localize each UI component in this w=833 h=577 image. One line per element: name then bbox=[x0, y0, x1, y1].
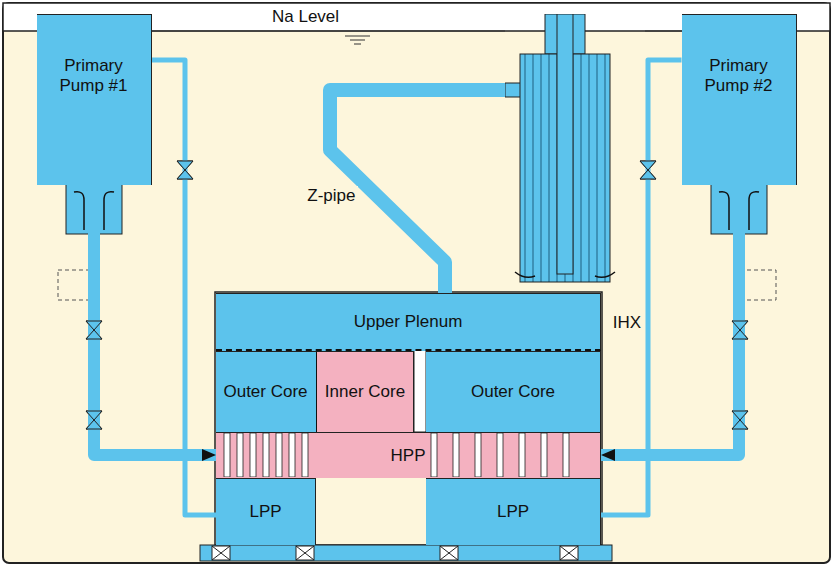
plenum-region: Outer Core bbox=[426, 351, 601, 432]
fuel-pin bbox=[431, 433, 437, 477]
node-label: Primary Pump #1 bbox=[37, 55, 151, 96]
valve-symbol bbox=[177, 161, 193, 179]
support-pads bbox=[212, 546, 578, 560]
reactor-vessel bbox=[3, 3, 830, 563]
level-label: Na Level bbox=[272, 7, 339, 27]
node-label: LPP bbox=[493, 501, 533, 523]
valve-symbol bbox=[732, 321, 748, 339]
outlet-flow bbox=[515, 272, 615, 277]
ihx-illustration bbox=[505, 14, 645, 334]
valve-symbol bbox=[732, 411, 748, 429]
illustration-part bbox=[296, 546, 314, 560]
coolant-pipe bbox=[152, 60, 217, 515]
pump-box: Primary Pump #1 bbox=[37, 14, 152, 185]
sodium-level-line bbox=[150, 31, 505, 32]
illustration-part bbox=[719, 192, 729, 230]
valve-symbol bbox=[640, 161, 656, 179]
plenum-region: Upper Plenum bbox=[216, 293, 601, 351]
pipe-label: Z-pipe bbox=[305, 186, 357, 206]
level-marks bbox=[345, 36, 370, 44]
coolant-pipe bbox=[94, 185, 216, 455]
illustration-part bbox=[560, 546, 578, 560]
illustration-part bbox=[212, 546, 230, 560]
fuel-pin bbox=[453, 433, 459, 477]
fuel-pin bbox=[289, 433, 295, 477]
node-label: Upper Plenum bbox=[350, 311, 467, 333]
fuel-pin bbox=[563, 433, 569, 477]
fuel-pin bbox=[475, 433, 481, 477]
heat-exchanger: IHX bbox=[505, 14, 645, 334]
illustration-part bbox=[212, 546, 230, 560]
plenum-region: LPP bbox=[216, 478, 316, 545]
fuel-pin bbox=[263, 433, 269, 477]
illustration-part bbox=[104, 192, 114, 230]
illustration-part bbox=[345, 36, 370, 37]
illustration-part bbox=[440, 546, 458, 560]
core-barrel bbox=[215, 292, 602, 545]
coolant-pipe bbox=[601, 185, 739, 455]
illustration-part bbox=[749, 192, 759, 230]
node-label: LPP bbox=[245, 501, 285, 523]
fuel-pin bbox=[276, 433, 282, 477]
illustration-part bbox=[560, 546, 578, 560]
downcomer bbox=[557, 14, 573, 274]
illustration-part bbox=[354, 44, 361, 45]
pump-box: Primary Pump #2 bbox=[682, 14, 797, 185]
check-valve-outline bbox=[740, 270, 776, 300]
illustration-part bbox=[296, 546, 314, 560]
node-label: IHX bbox=[609, 312, 645, 334]
coolant-pipe bbox=[601, 60, 682, 515]
valve-symbol bbox=[86, 321, 102, 339]
illustration-part bbox=[440, 546, 458, 560]
flow-arrows bbox=[74, 192, 759, 230]
fuel-pin bbox=[250, 433, 256, 477]
fuel-pin bbox=[237, 433, 243, 477]
valve-symbol bbox=[86, 411, 102, 429]
fuel-pin bbox=[497, 433, 503, 477]
node-label: Outer Core bbox=[219, 381, 311, 403]
sodium-level-line bbox=[645, 31, 683, 32]
node-label: Outer Core bbox=[467, 381, 559, 403]
node-label: Inner Core bbox=[321, 381, 409, 403]
core-support bbox=[200, 545, 612, 561]
fuel-pin bbox=[519, 433, 525, 477]
plenum-region: LPP bbox=[426, 478, 601, 545]
plenum-region: HPP bbox=[216, 432, 601, 478]
valve-symbol bbox=[640, 161, 656, 179]
node-label: Primary Pump #2 bbox=[682, 55, 796, 96]
fuel-pin bbox=[224, 433, 230, 477]
plenum-region: Outer Core bbox=[216, 351, 317, 432]
illustration-part bbox=[74, 192, 84, 230]
valve-symbol bbox=[177, 161, 193, 179]
plenum-region: Inner Core bbox=[316, 351, 414, 432]
fuel-pin bbox=[541, 433, 547, 477]
node-label: HPP bbox=[387, 445, 430, 467]
fuel-pin bbox=[302, 433, 308, 477]
illustration-part bbox=[350, 40, 365, 41]
